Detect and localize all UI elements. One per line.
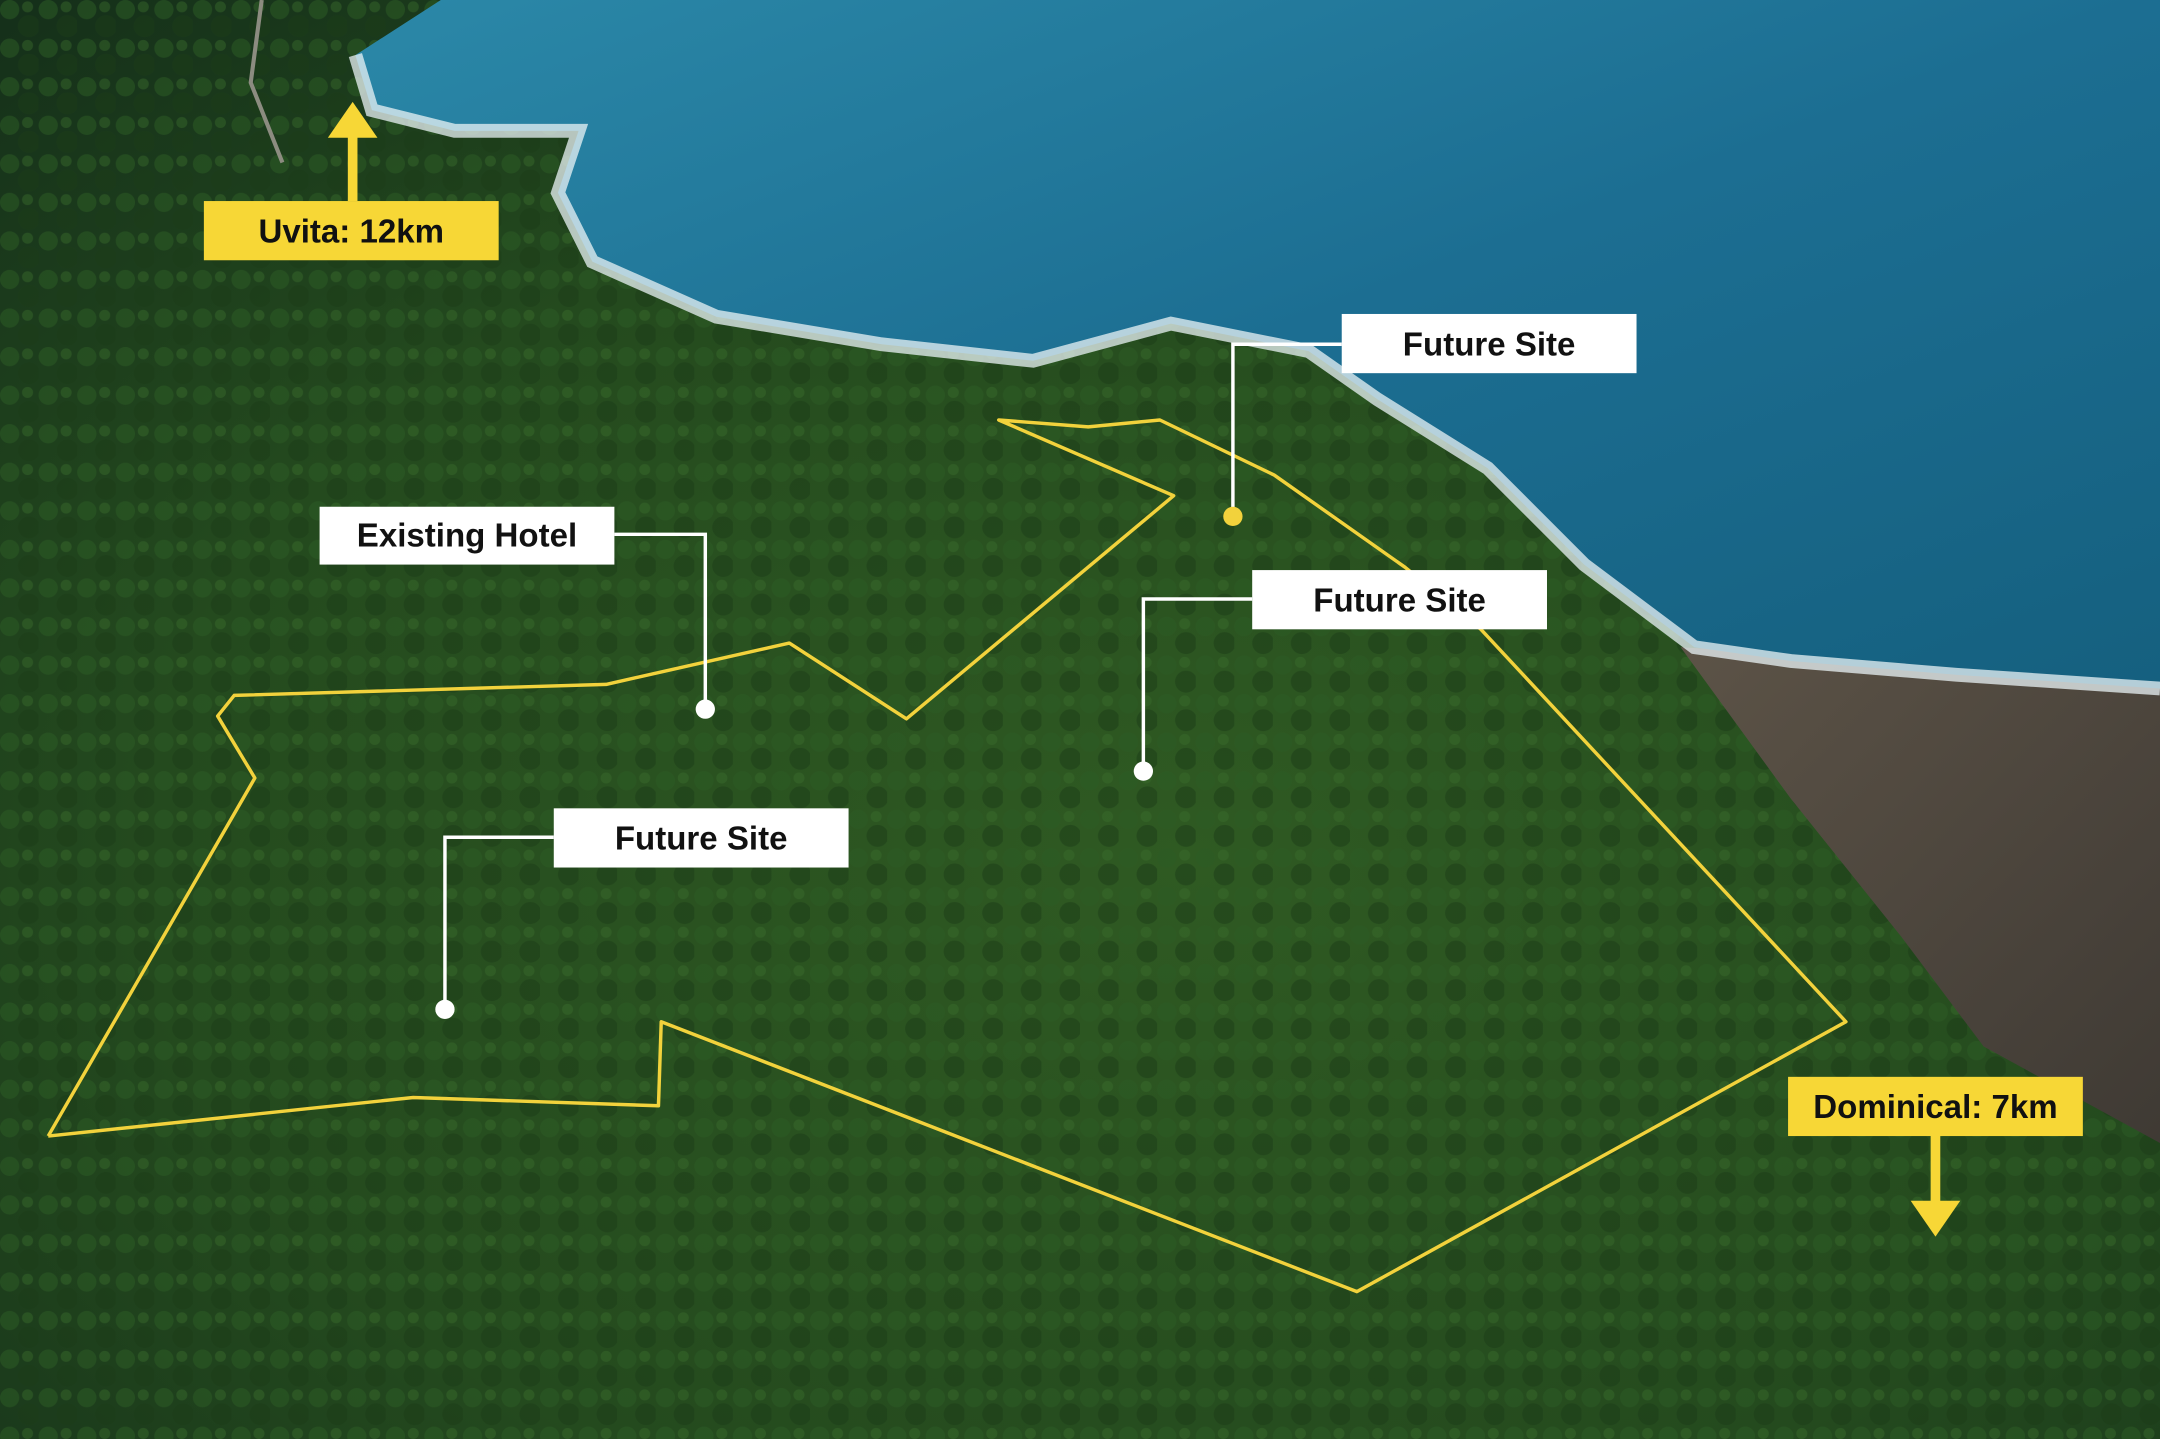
uvita-label-bg (203, 201, 499, 261)
location-dot (435, 999, 455, 1020)
future-site-lower-label: Future Site (615, 821, 788, 858)
future-site-lower-label-bg (553, 808, 849, 868)
callout-leader (614, 532, 708, 710)
future-site-middle-label-bg (1252, 570, 1547, 630)
dominical-label: Dominical: 7km (1813, 1089, 2057, 1126)
uvita-direction-marker: Uvita: 12km (203, 101, 499, 261)
future-site-lower-callout: Future Site (435, 808, 849, 1020)
future-site-middle-callout: Future Site (1133, 570, 1547, 781)
existing-hotel-label: Existing Hotel (357, 518, 577, 555)
callout-leader (443, 835, 554, 1010)
road (248, 0, 285, 164)
arrow-up-icon (327, 101, 378, 138)
future-site-top-label: Future Site (1403, 326, 1576, 363)
location-dot (695, 699, 715, 719)
existing-hotel-label-bg (319, 506, 615, 565)
callout-leader (1141, 597, 1253, 772)
beach-rocks (1680, 647, 2160, 1143)
dominical-direction-marker: Dominical: 7km (1788, 1076, 2083, 1237)
property-boundary (46, 418, 1848, 1294)
callout-leader (1231, 342, 1342, 517)
future-site-middle-label: Future Site (1313, 582, 1486, 619)
future-site-top-callout: Future Site (1223, 313, 1637, 527)
surf-line (348, 53, 2160, 696)
ocean (355, 0, 2160, 689)
arrow-down-icon (1910, 1200, 1961, 1237)
future-site-top-label-bg (1341, 313, 1637, 374)
location-dot (1223, 506, 1243, 527)
existing-hotel-callout: Existing Hotel (319, 506, 715, 719)
dominical-label-bg (1788, 1076, 2083, 1137)
uvita-label: Uvita: 12km (258, 213, 444, 250)
location-dot (1133, 761, 1154, 781)
